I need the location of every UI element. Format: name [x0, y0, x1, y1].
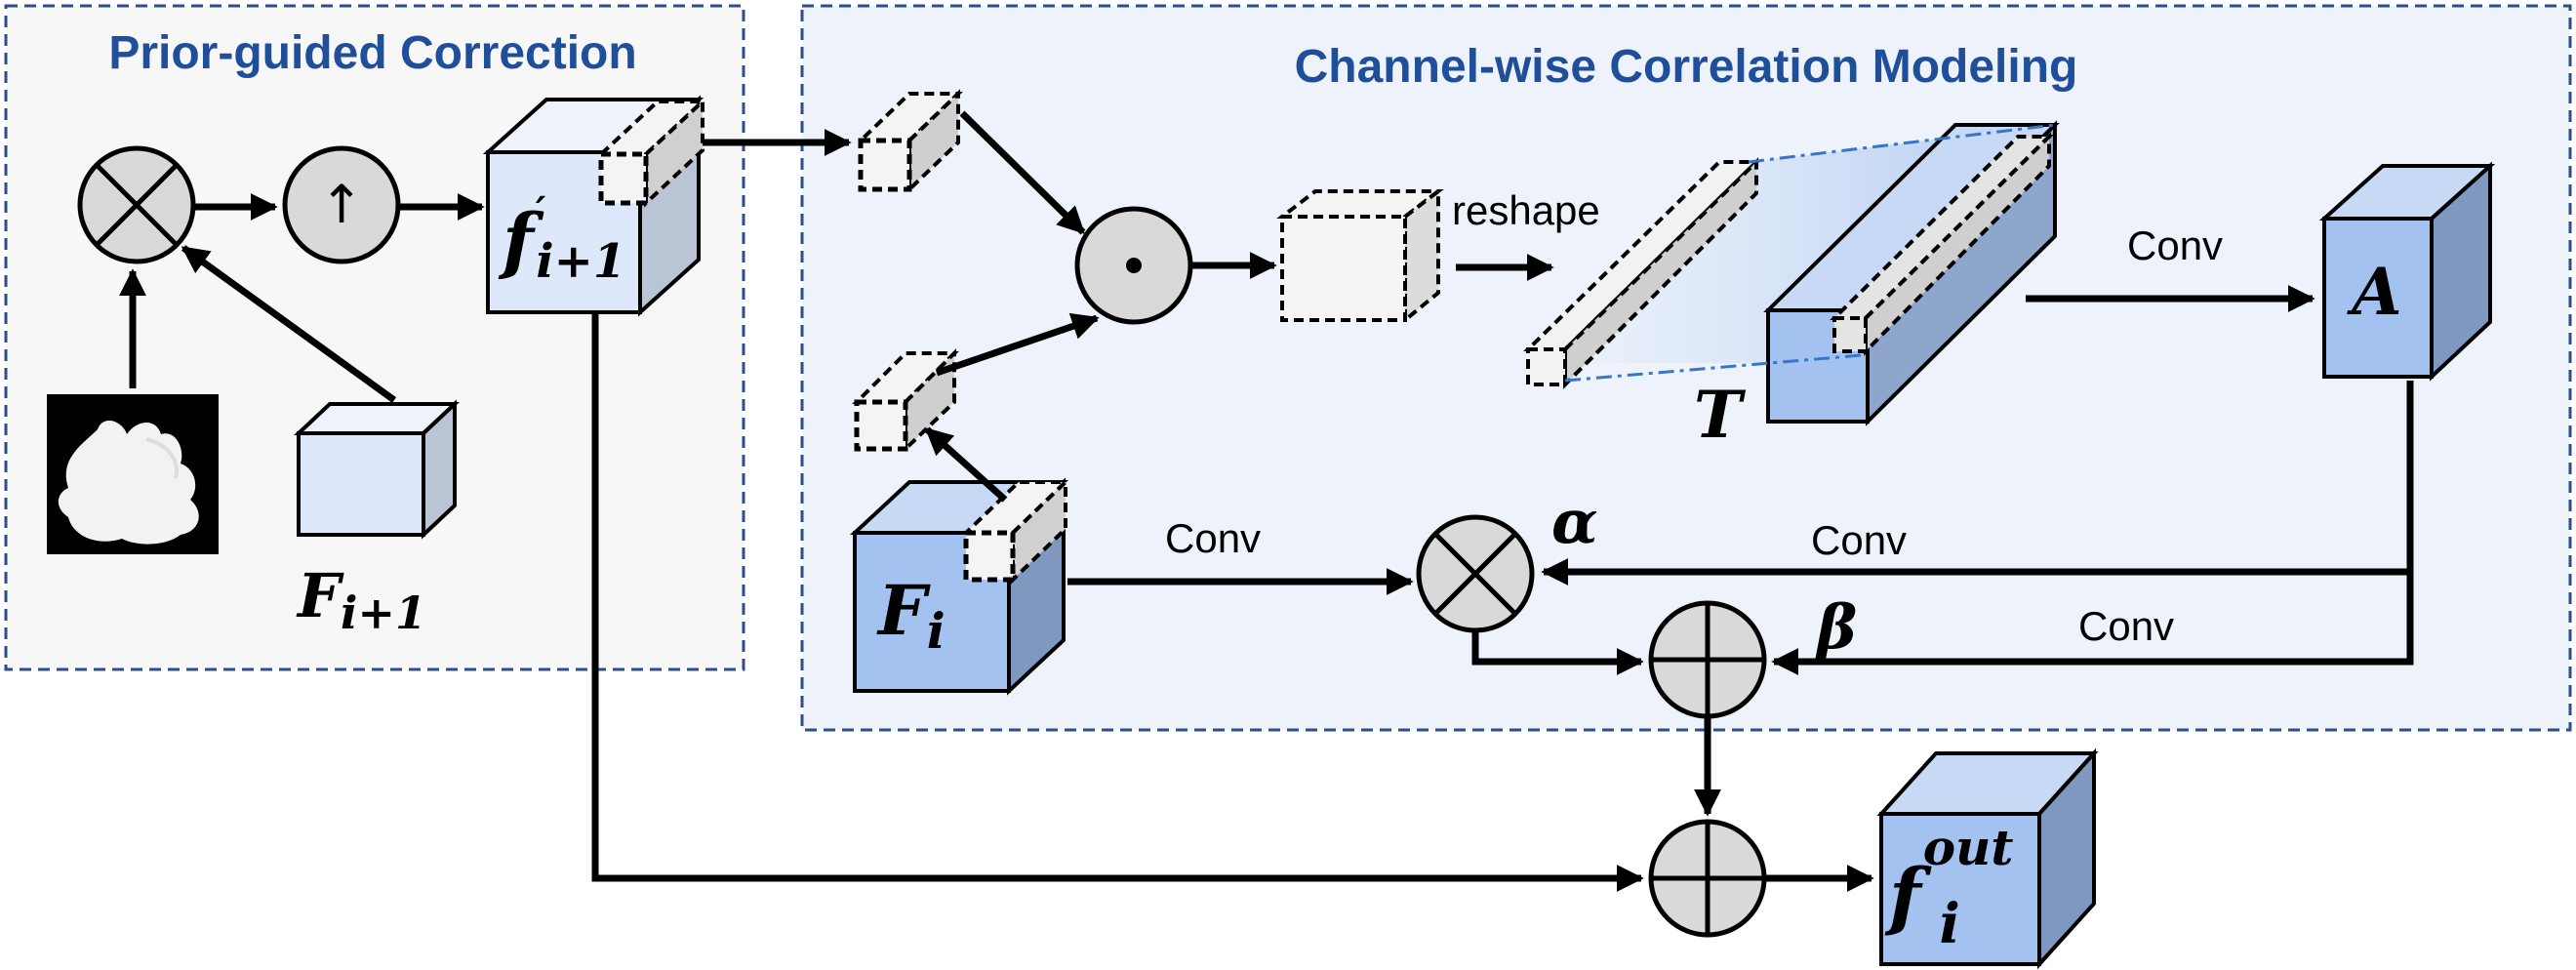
T-label: T: [1694, 377, 1747, 453]
tensor-T-block: [1763, 120, 2060, 426]
beta-add-operator: [1648, 600, 1767, 719]
attention-cube-A: [2318, 161, 2496, 382]
feature-cube-f-prime: [482, 95, 708, 317]
f-prime-label: f′i+1: [498, 188, 625, 289]
final-add-operator: [1648, 819, 1767, 938]
prior-panel-title: Prior-guided Correction: [108, 27, 636, 79]
dot-product-operator: [1074, 206, 1193, 325]
upsample-operator: ↑: [282, 145, 401, 264]
patch-upper: [856, 89, 963, 194]
A-label: A: [2346, 254, 2401, 330]
prior-mask-image: [47, 394, 219, 554]
beta-label: β: [1815, 591, 1857, 663]
reshaped-vector: [1523, 157, 1761, 389]
multiply-operator: [77, 145, 196, 264]
F-next-label: Fi+1: [296, 560, 426, 639]
output-cube-f-out: [1876, 748, 2099, 970]
conv-to-A-label: Conv: [2127, 222, 2223, 268]
edge-patch-lower-to-dot: [935, 312, 1100, 377]
conv-fi-label: Conv: [1165, 515, 1261, 561]
projection-line-bottom: [1564, 353, 1863, 383]
reshape-label: reshape: [1452, 187, 1600, 233]
edge-Fi-to-patch-lower: [924, 426, 1008, 503]
feature-cube-F-i: [849, 477, 1070, 696]
edge-A-to-beta: [1771, 572, 2414, 675]
edge-fprime-skip-to-final-add: [591, 314, 1644, 892]
F-i-label: Fi: [876, 570, 946, 660]
projection-line-top: [1748, 123, 2056, 164]
edge-patch-upper-to-dot: [959, 110, 1086, 235]
upsample-arrow-icon: ↑: [319, 174, 363, 235]
prior-guided-correction-panel: Prior-guided Correction ↑ Fi+1: [4, 4, 745, 671]
edge-fnext-to-multiply: [181, 245, 397, 403]
feature-cube-f-next: [293, 399, 461, 540]
edge-multiply-to-add: [1471, 632, 1644, 675]
patch-lower: [852, 348, 959, 454]
conv-alpha-label: Conv: [1811, 517, 1907, 563]
channel-wise-correlation-panel: Channel-wise Correlation Modeling reshap…: [800, 4, 2572, 732]
alpha-label: α: [1551, 486, 1598, 557]
correlation-result-cube: [1276, 186, 1444, 325]
conv-beta-label: Conv: [2078, 603, 2174, 649]
channel-panel-title: Channel-wise Correlation Modeling: [1295, 41, 2078, 93]
alpha-multiply-operator: [1416, 514, 1535, 633]
